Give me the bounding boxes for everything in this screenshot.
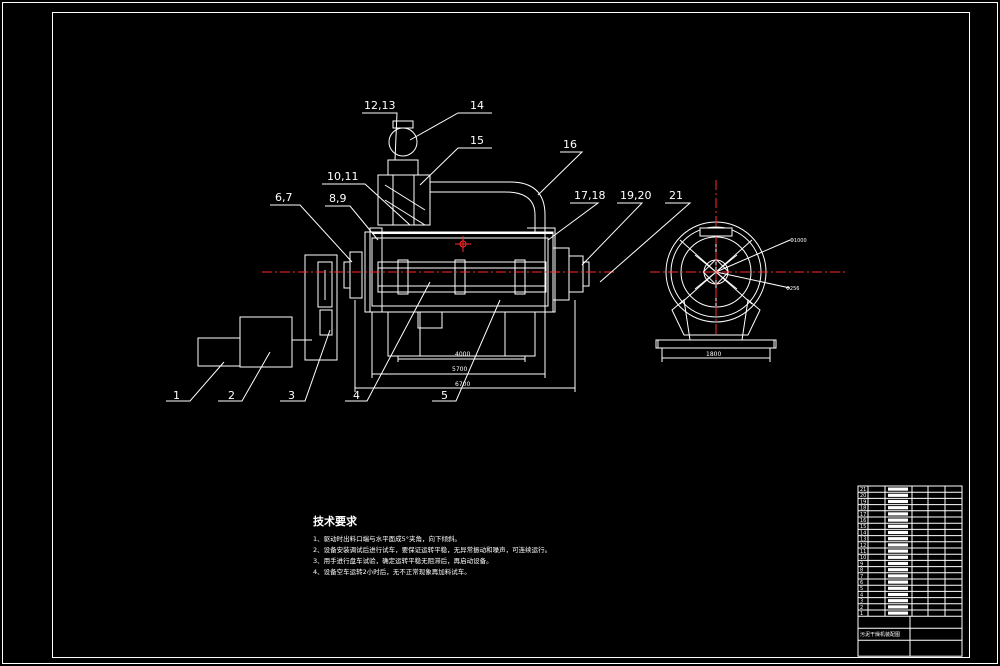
drawing-name: 污泥干燥机装配图 — [860, 631, 900, 638]
parts-list-row-entry — [888, 586, 908, 590]
dim-phi256: Φ256 — [786, 286, 799, 292]
left-support — [387, 311, 421, 357]
parts-list-row-entry — [888, 537, 908, 541]
parts-list-row-entry — [888, 568, 908, 572]
coupling-frame — [304, 254, 338, 361]
parts-list-row-number: 10 — [860, 555, 866, 561]
side-view: Φ1000 Φ256 1800 — [650, 180, 848, 362]
parts-list-row-entry — [888, 512, 908, 516]
part-label-10-11: 10,11 — [327, 170, 359, 183]
parts-list-row-number: 18 — [860, 506, 866, 512]
part-label-21: 21 — [669, 189, 683, 202]
dim-4000: 4000 — [455, 351, 470, 358]
parts-list-row-number: 19 — [860, 499, 866, 505]
parts-list-row-entry — [888, 493, 908, 497]
part-label-4: 4 — [353, 389, 360, 402]
part-label-6-7: 6,7 — [275, 191, 293, 204]
parts-list-row-entry — [888, 487, 908, 491]
parts-list-row-number: 15 — [860, 524, 866, 530]
parts-list-row-number: 4 — [860, 592, 863, 598]
parts-list-row-number: 12 — [860, 543, 866, 549]
parts-list-row-number: 20 — [860, 493, 866, 499]
parts-list-row-number: 16 — [860, 518, 866, 524]
parts-list-row-entry — [888, 561, 908, 566]
parts-list-row-number: 13 — [860, 537, 866, 543]
motor-body — [197, 337, 241, 367]
parts-list-row-number: 17 — [860, 512, 866, 518]
parts-list-row-number: 1 — [860, 611, 863, 617]
dim-phi1000: Φ1000 — [790, 238, 807, 244]
main-view: 4000 5700 6700 — [166, 112, 692, 402]
parts-list-row-number: 7 — [860, 574, 863, 580]
title-block: 212019181716151413121110987654321污泥干燥机装配… — [857, 485, 963, 657]
part-label-16: 16 — [563, 138, 577, 151]
part-label-19-20: 19,20 — [620, 189, 652, 202]
part-label-2: 2 — [228, 389, 235, 402]
part-label-15: 15 — [470, 134, 484, 147]
tech-note-1: 1、驱动时出料口端与水平面成5°夹角，向下倾斜。 — [313, 535, 462, 543]
tech-note-3: 3、用手进行盘车试验，确定运转平稳无阻滞后，再启动设备。 — [313, 557, 493, 565]
parts-list-row-entry — [888, 580, 908, 584]
parts-list-row-number: 8 — [860, 568, 863, 574]
parts-list-row-entry — [888, 605, 908, 609]
reducer-body — [239, 316, 293, 368]
parts-list-row-entry — [888, 611, 908, 615]
parts-list-row-entry — [888, 543, 908, 547]
tech-note-2: 2、设备安装调试后进行试车，要保证运转平稳，无异常振动和噪声，可连续运行。 — [313, 546, 552, 554]
valve-wheel — [388, 127, 418, 157]
part-label-14: 14 — [470, 99, 484, 112]
inner-drum — [377, 261, 547, 293]
parts-list-row-entry — [888, 592, 908, 597]
parts-list-row-entry — [888, 524, 908, 528]
part-labels: 1 2 3 4 5 6,7 8,9 10,11 12,13 14 15 16 1… — [173, 99, 683, 402]
parts-list-row-entry — [888, 599, 908, 603]
part-label-8-9: 8,9 — [329, 192, 347, 205]
part-label-1: 1 — [173, 389, 180, 402]
parts-list-row-entry — [888, 499, 908, 504]
part-label-3: 3 — [288, 389, 295, 402]
parts-list-row-number: 3 — [860, 599, 863, 605]
parts-list-row-number: 2 — [860, 605, 863, 611]
parts-list-row-entry — [888, 574, 908, 578]
parts-list-row-number: 9 — [860, 561, 863, 567]
part-label-5: 5 — [441, 389, 448, 402]
parts-list-row-number: 11 — [860, 549, 866, 555]
parts-list-row-entry — [888, 506, 908, 510]
parts-list-row-number: 14 — [860, 530, 866, 536]
parts-list-row-entry — [888, 530, 908, 535]
dim-5700: 5700 — [452, 366, 467, 373]
parts-list-row-entry — [888, 518, 908, 522]
parts-list-row-number: 5 — [860, 586, 863, 592]
parts-list-row-entry — [888, 555, 908, 559]
parts-list-row-number: 21 — [860, 487, 866, 493]
tech-note-4: 4、设备空车运转2小时后，无不正常现象再加料试车。 — [313, 568, 471, 576]
exhaust-pipe — [430, 191, 536, 232]
right-support — [504, 311, 536, 357]
part-label-12-13: 12,13 — [364, 99, 396, 112]
dim-1800: 1800 — [706, 351, 721, 358]
inner-border — [52, 12, 970, 658]
tech-requirements-title: 技术要求 — [313, 515, 357, 528]
parts-list-row-number: 6 — [860, 580, 863, 586]
parts-list-row-entry — [888, 549, 908, 553]
part-label-17-18: 17,18 — [574, 189, 606, 202]
